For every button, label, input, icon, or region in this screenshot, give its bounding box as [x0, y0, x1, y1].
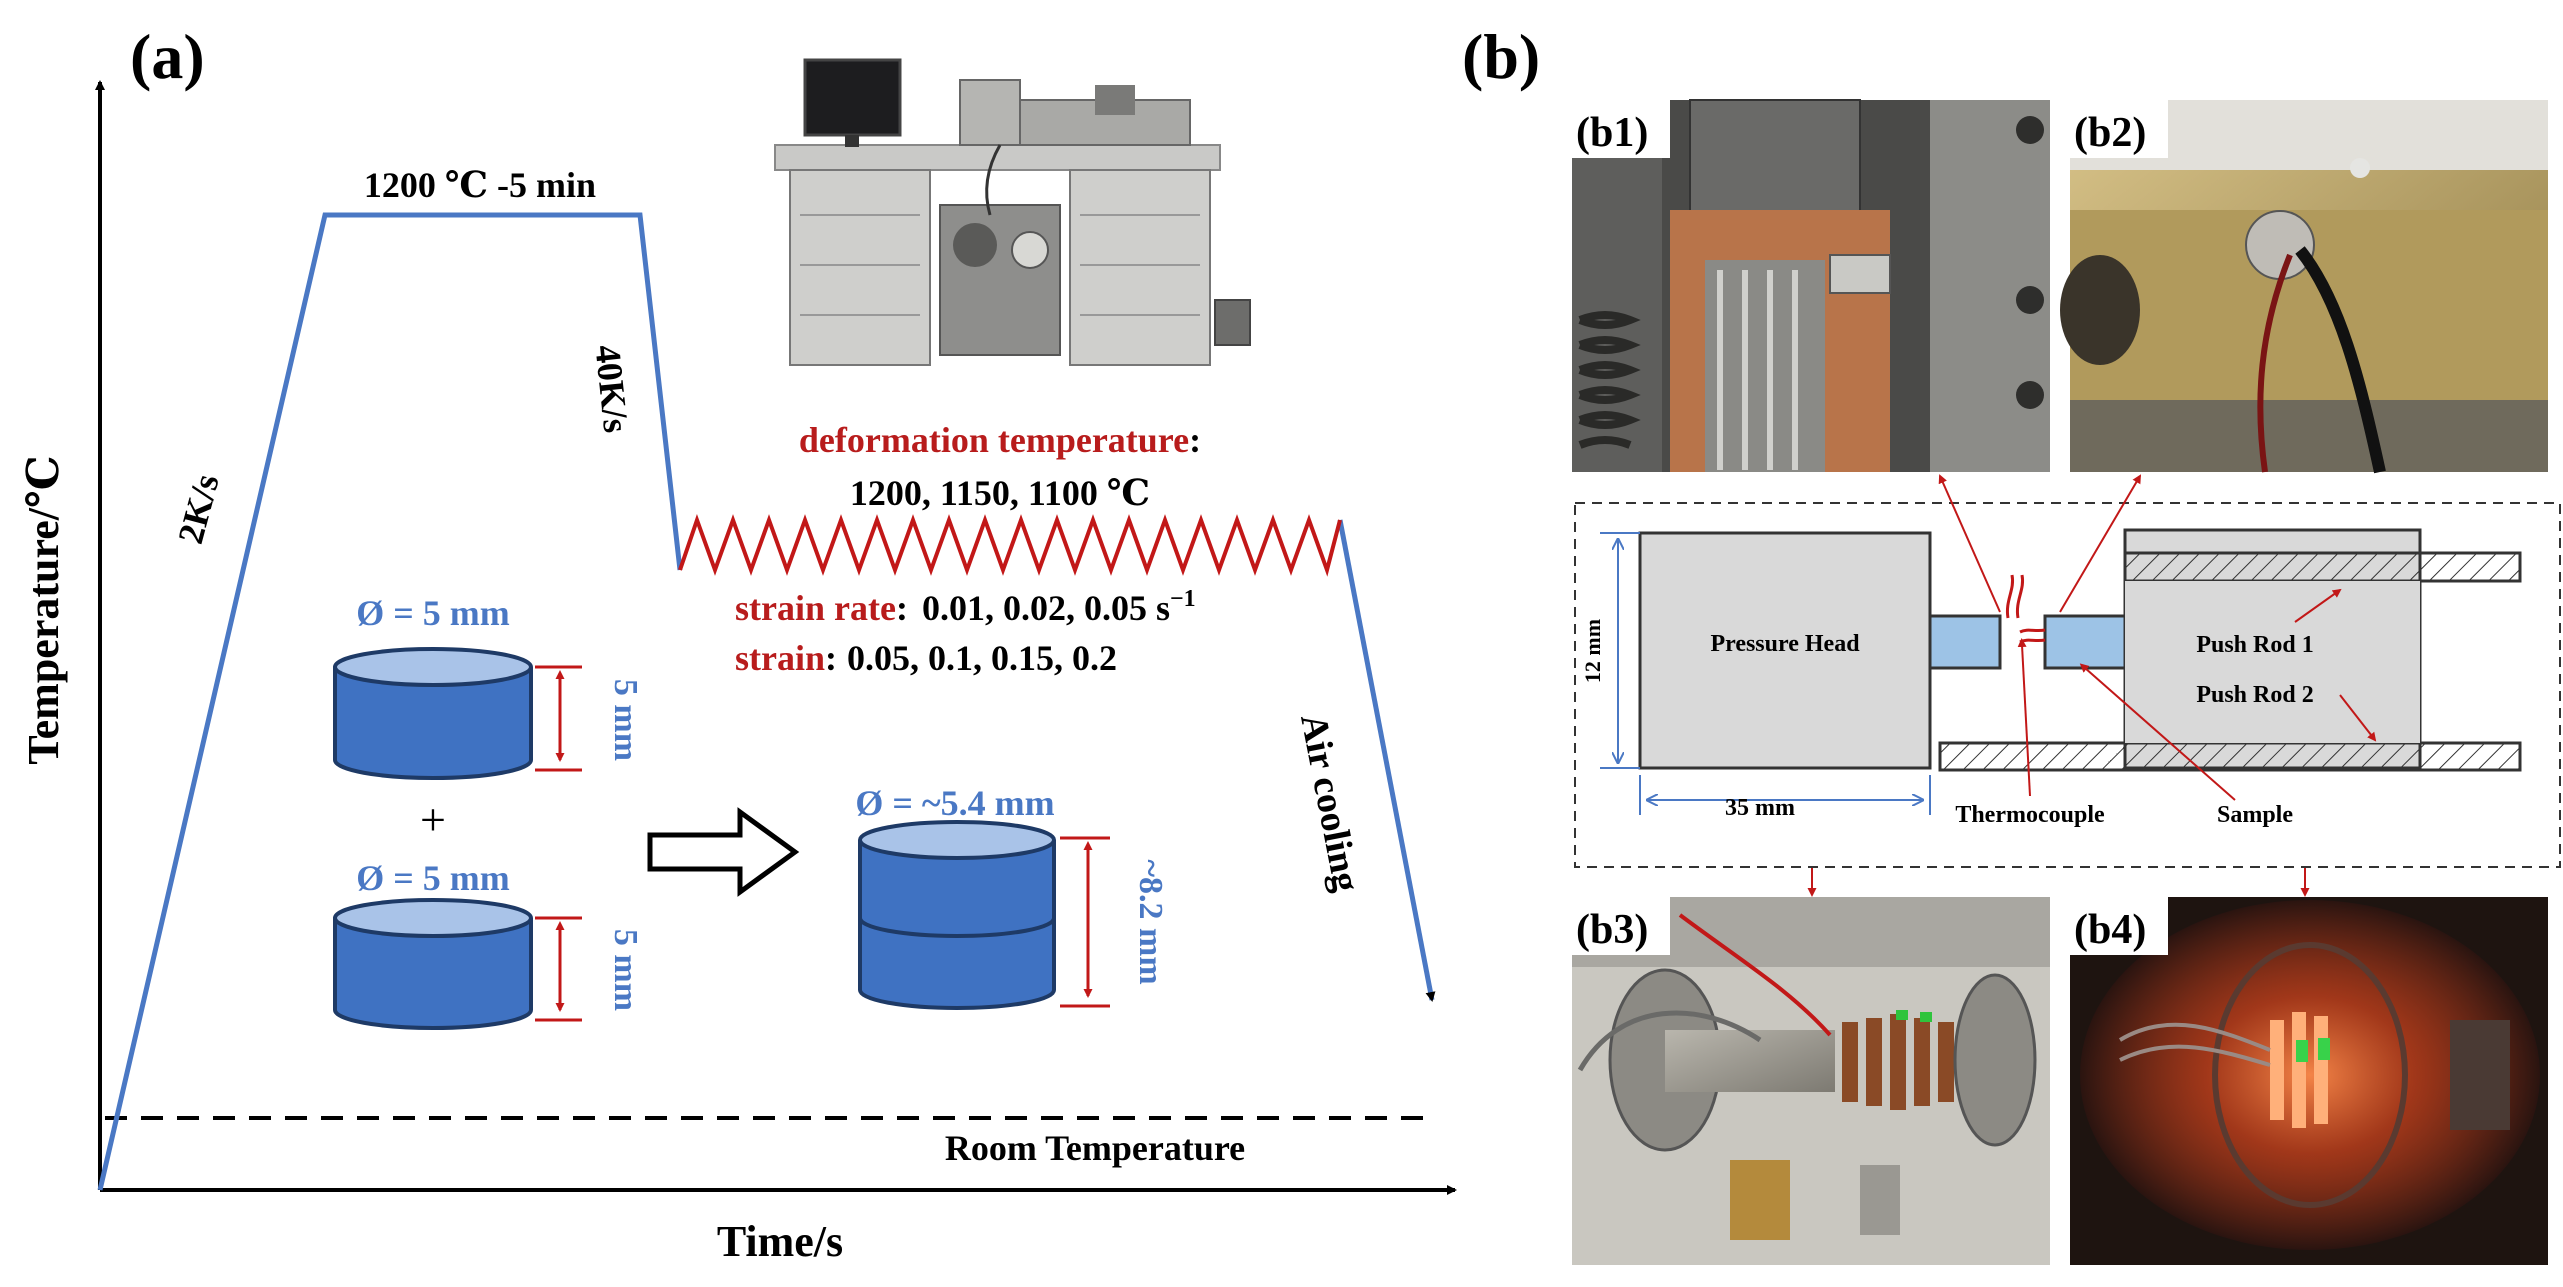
stacked-sample-cylinder — [858, 820, 1056, 1010]
photo-b2-label: (b2) — [2074, 110, 2146, 156]
push-rod-block-inner — [2125, 581, 2420, 743]
stacked-height: ~8.2 mm — [1132, 859, 1169, 984]
photo-b3 — [1572, 897, 2050, 1265]
push-rod-2-label: Push Rod 2 — [2196, 682, 2313, 708]
air-cooling-label: Air cooling — [1292, 710, 1368, 895]
thermocouple-leader — [2017, 638, 2031, 797]
sample-bottom-height: 5 mm — [607, 929, 644, 1011]
sample-bottom-diameter: Ø = 5 mm — [356, 858, 510, 898]
plus-sign: + — [420, 794, 446, 845]
heating-rate-label: 2K/s — [170, 470, 227, 548]
pressure-head-label: Pressure Head — [1710, 631, 1860, 657]
thermocouple-wire — [2019, 638, 2046, 644]
panel-a: (a) Temperature/℃ Time/s Room Temperatur… — [19, 21, 1457, 1266]
thermocouple-wire — [2019, 628, 2046, 634]
thermomechanical-simulator-machine-icon — [774, 58, 1251, 366]
push-rod-1-leader — [2294, 588, 2342, 623]
photo-b1-label: (b1) — [1576, 110, 1648, 156]
stacked-diameter: Ø = ~5.4 mm — [855, 783, 1054, 823]
photo-b4 — [2070, 897, 2548, 1265]
photo-label-bg — [2070, 100, 2168, 158]
photo-label-bg — [1572, 897, 1670, 955]
cooling-rate-label: 40K/s — [587, 343, 636, 435]
panel-b: (b) (b1) — [1462, 21, 2561, 1265]
panel-a-label: (a) — [130, 21, 205, 92]
sample-leader — [2079, 663, 2236, 801]
sample-piece-left — [1928, 614, 2002, 670]
push-rod-2-leader — [2339, 694, 2377, 742]
block-arrow-right-icon — [647, 807, 800, 897]
photo-b4-label: (b4) — [2074, 907, 2146, 953]
deformation-temperature-text: deformation temperature: — [799, 420, 1201, 460]
sample-cylinder-bottom — [333, 898, 533, 1030]
sample-cylinder-top — [333, 647, 533, 780]
sample-top-diameter: Ø = 5 mm — [356, 593, 510, 633]
x-axis-label: Time/s — [717, 1217, 843, 1266]
link-arrow-b2 — [2059, 474, 2142, 613]
photo-b1 — [1572, 99, 2050, 472]
thermocouple-wire — [2005, 574, 2015, 619]
height-dimension-label: 12 mm — [1580, 619, 1605, 683]
schematic-frame — [1574, 502, 2561, 868]
push-rod-1-label: Push Rod 1 — [2196, 632, 2313, 658]
deformation-zigzag — [678, 513, 1342, 577]
heating-hold-cooling-curve — [97, 212, 683, 1191]
photo-b3-label: (b3) — [1576, 907, 1648, 953]
strain-rate-text: strain rate:0.01, 0.02, 0.05 s−1 — [735, 586, 1196, 628]
sample-label: Sample — [2217, 802, 2293, 828]
photo-label-bg — [1572, 100, 1670, 158]
y-axis-label: Temperature/℃ — [19, 455, 68, 764]
sample-top-height: 5 mm — [607, 679, 644, 761]
push-rod-1-hatched — [2123, 551, 2522, 583]
width-dimension-label: 35 mm — [1725, 795, 1795, 821]
panel-b-label: (b) — [1462, 21, 1540, 92]
strain-text: strain:0.05, 0.1, 0.15, 0.2 — [735, 638, 1117, 678]
link-arrow-b1 — [1938, 474, 2001, 613]
hold-label: 1200 ℃ -5 min — [364, 165, 596, 205]
thermocouple-wire — [2015, 574, 2025, 619]
sample-piece-right — [2043, 614, 2127, 670]
deformation-temperature-values: 1200, 1150, 1100 ℃ — [850, 473, 1150, 513]
thermocouple-label: Thermocouple — [1955, 802, 2105, 828]
pressure-head-block — [1638, 531, 1932, 770]
air-cooling-curve — [1337, 519, 1436, 1002]
room-temperature-label: Room Temperature — [945, 1128, 1245, 1168]
photo-label-bg — [2070, 897, 2168, 955]
